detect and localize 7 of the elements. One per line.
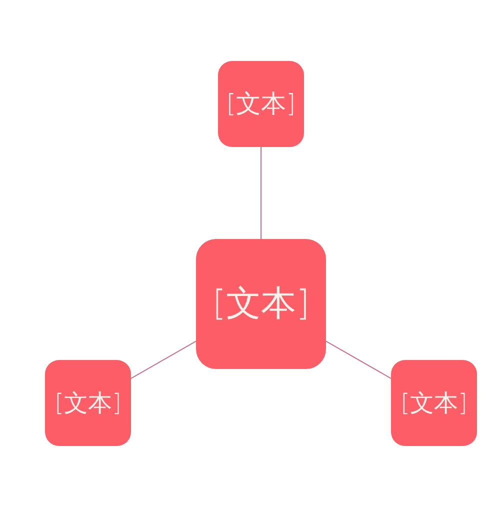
- connector-line: [326, 340, 392, 379]
- rounded-box: [文本]: [391, 360, 477, 446]
- rounded-box: [文本]: [45, 360, 131, 446]
- connector-line: [130, 340, 196, 379]
- rounded-box: [文本]: [218, 61, 304, 147]
- connector-line: [260, 146, 262, 240]
- rounded-box: [文本]: [196, 239, 326, 369]
